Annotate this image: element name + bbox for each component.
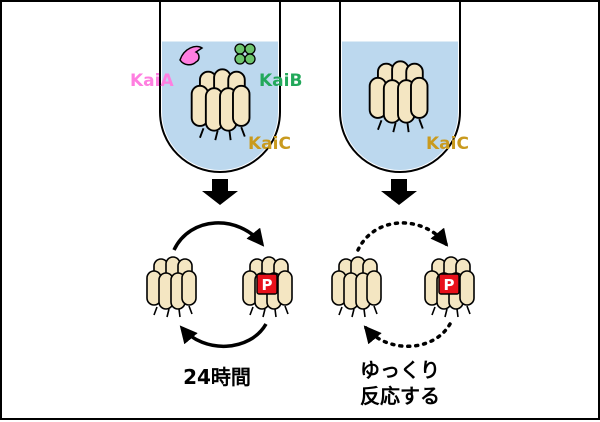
svg-text:P: P: [262, 276, 273, 294]
phosphate-P-badge: P: [438, 273, 460, 295]
caption-24h: 24時間: [183, 365, 251, 389]
left-oscillation-cycle: P: [146, 221, 293, 349]
right-test-tube: [339, 2, 461, 173]
kaiA-label: KaiA: [130, 71, 174, 91]
dotted-arrow-top: [356, 221, 449, 252]
kaiC-hexamer-icon: [331, 256, 382, 318]
cycle-arrow-top: [172, 221, 265, 251]
svg-text:P: P: [444, 276, 455, 294]
phosphate-P-badge: P: [256, 273, 278, 295]
kaiA-protein-icon: [179, 45, 204, 66]
kaiB-protein-icon: [234, 43, 256, 65]
kaiC-label-right: KaiC: [426, 134, 469, 154]
right-oscillation-cycle: P: [331, 221, 475, 349]
thick-down-arrow-left: [202, 179, 238, 205]
kai-clock-diagram: KaiA KaiB KaiC KaiC P 24時間 P ゆっくり 反応する: [130, 2, 475, 408]
kaiB-label: KaiB: [259, 71, 302, 91]
cycle-arrow-bottom: [179, 323, 268, 349]
caption-slow-line2: 反応する: [360, 384, 440, 408]
caption-slow-line1: ゆっくり: [360, 358, 440, 382]
kaiC-label-left: KaiC: [248, 134, 291, 154]
kaiC-hexamer-icon: [146, 256, 197, 318]
thick-down-arrow-right: [381, 179, 417, 205]
dotted-arrow-bottom: [363, 322, 452, 349]
